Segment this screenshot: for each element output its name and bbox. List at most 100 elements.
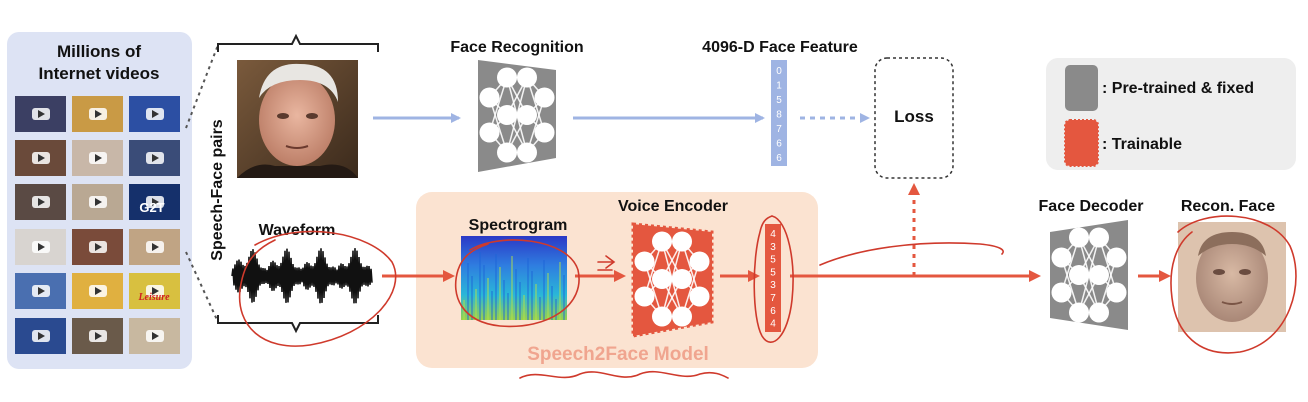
network-node [1106,247,1127,268]
videos-panel: Millions of Internet videos G2T Leisure [7,32,192,369]
network-node [479,122,500,143]
annotation-circle-waveform [238,230,397,347]
video-thumbnail [129,96,180,132]
video-thumbnail [15,184,66,220]
video-thumbnail [72,229,123,265]
video-thumbnail [72,318,123,354]
face-feature-digit: 7 [776,124,782,135]
face-recognition-network-icon [478,60,556,172]
video-thumbnail [72,96,123,132]
hand-drawn-annotations [238,215,1297,379]
network-node [652,231,672,252]
video-thumbnail [129,229,180,265]
voice-feature-digit: 3 [770,280,776,291]
annotation-circle-spectrogram [454,239,580,328]
zoom-dotted-line-top [185,44,219,129]
annotation-arrow-mark [597,255,616,271]
thumb-caption-g2t: G2T [139,200,164,215]
network-node [1089,265,1109,285]
zoom-dotted-line-bottom [185,251,219,323]
videos-panel-title-line2: Internet videos [39,64,160,83]
voice-feature-digit: 3 [770,242,776,253]
legend-pretrained-label: : Pre-trained & fixed [1102,80,1254,97]
annotation-underline-model [519,370,729,379]
video-thumbnail [129,318,180,354]
face-feature-digit: 6 [776,139,782,150]
network-node [1051,282,1072,303]
annotation-circle-voice-feature [753,215,794,343]
network-node [517,142,537,163]
legend-trainable-swatch [1064,119,1099,167]
bottom-brace [217,315,379,334]
network-node [634,286,655,307]
network-node [497,105,517,125]
voice-feature-digit: 7 [770,293,776,304]
network-node [517,105,537,125]
legend-pretrained-swatch [1065,65,1098,111]
voice-feature-digit: 5 [770,267,776,278]
network-node [1069,227,1089,248]
network-node [1089,227,1109,248]
video-thumbnail [15,140,66,176]
videos-panel-title-line1: Millions of [57,42,141,61]
face-recognition-label: Face Recognition [450,39,583,56]
video-thumbnail [15,273,66,309]
voice-encoder-label: Voice Encoder [618,198,728,215]
network-node [652,306,672,327]
video-thumbnail [72,184,123,220]
recon-face-label: Recon. Face [1181,198,1275,215]
annotation-circle-recon-face [1170,215,1297,354]
waveform-label: Waveform [259,222,336,239]
video-thumbnail [15,318,66,354]
network-node [1051,247,1072,268]
video-thumbnail [72,140,123,176]
network-node [534,122,555,143]
face-feature-label: 4096-D Face Feature [702,39,858,56]
network-node [652,269,672,289]
speech-face-pairs-label: Speech-Face pairs [209,119,226,261]
voice-feature-digit: 6 [770,306,776,317]
face-feature-digit: 1 [776,81,782,92]
network-node [1089,302,1109,323]
reconstructed-face-image [1178,222,1286,332]
network-node [672,231,692,252]
voice-feature-digit: 4 [770,319,776,330]
network-node [534,87,555,108]
loss-box [874,57,954,179]
speech2face-model-label: Speech2Face Model [527,344,709,365]
video-thumbnail [15,229,66,265]
voice-feature-digit: 4 [770,229,776,240]
network-node [497,142,517,163]
video-thumbnail [129,184,180,220]
legend: : Pre-trained & fixed : Trainable [1046,58,1296,170]
waveform-signal [231,248,373,304]
legend-trainable-label: : Trainable [1102,136,1182,153]
spectrogram-label: Spectrogram [469,217,568,234]
voice-encoder-network-icon [631,222,714,338]
annotation-stroke-to-decoder [819,242,1004,266]
voice-feature-digit: 5 [770,255,776,266]
network-node [497,67,517,88]
spectrogram-image [461,236,567,320]
network-node [479,87,500,108]
face-feature-digit: 5 [776,95,782,106]
video-thumbnails [15,96,180,354]
video-thumbnail [129,140,180,176]
loss-label: Loss [894,107,934,126]
network-node [1069,265,1089,285]
legend-background [1046,58,1296,170]
face-decoder-label: Face Decoder [1039,198,1144,215]
network-node [689,251,710,272]
network-node [672,306,692,327]
network-node [689,286,710,307]
network-node [1106,282,1127,303]
face-feature-digit: 0 [776,66,782,77]
network-node [672,269,692,289]
voice-feature-vector: 4 3 55 3 7 6 4 [765,224,781,332]
thumb-caption-leisure: Leisure [137,292,170,303]
face-feature-digit: 6 [776,153,782,164]
network-node [634,251,655,272]
input-face-photo [237,60,358,178]
face-decoder-network-icon [1050,220,1128,330]
